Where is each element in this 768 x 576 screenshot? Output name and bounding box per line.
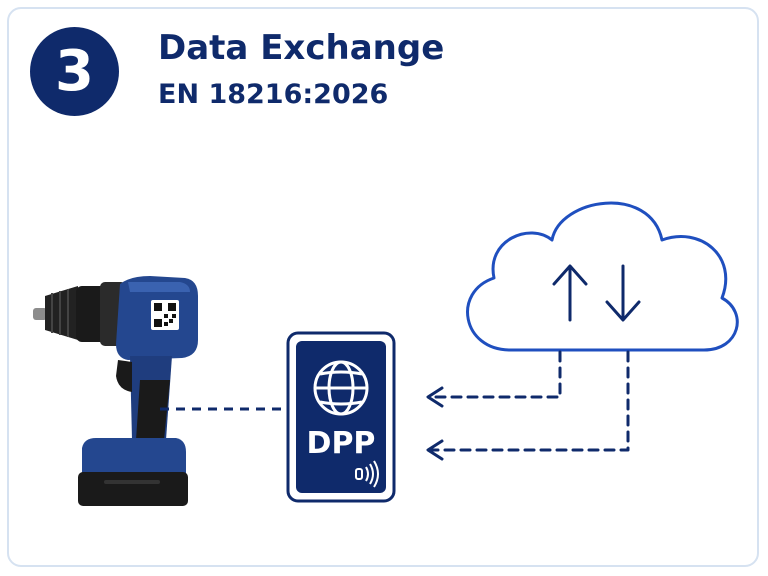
cloud-link-lower	[426, 350, 630, 461]
dpp-card: DPP	[286, 331, 396, 503]
download-arrow-icon	[605, 264, 641, 322]
dpp-label: DPP	[307, 426, 376, 461]
cloud-link-upper	[426, 350, 562, 408]
qr-code-icon	[151, 300, 179, 330]
standard-code: EN 18216:2026	[158, 79, 389, 110]
diagram-title: Data Exchange	[158, 28, 445, 68]
step-number-badge: 3	[30, 27, 119, 116]
globe-icon	[313, 360, 369, 416]
cloud-icon	[466, 201, 739, 352]
cordless-drill-icon	[33, 276, 198, 506]
nfc-icon	[355, 460, 379, 488]
upload-arrow-icon	[552, 264, 588, 322]
